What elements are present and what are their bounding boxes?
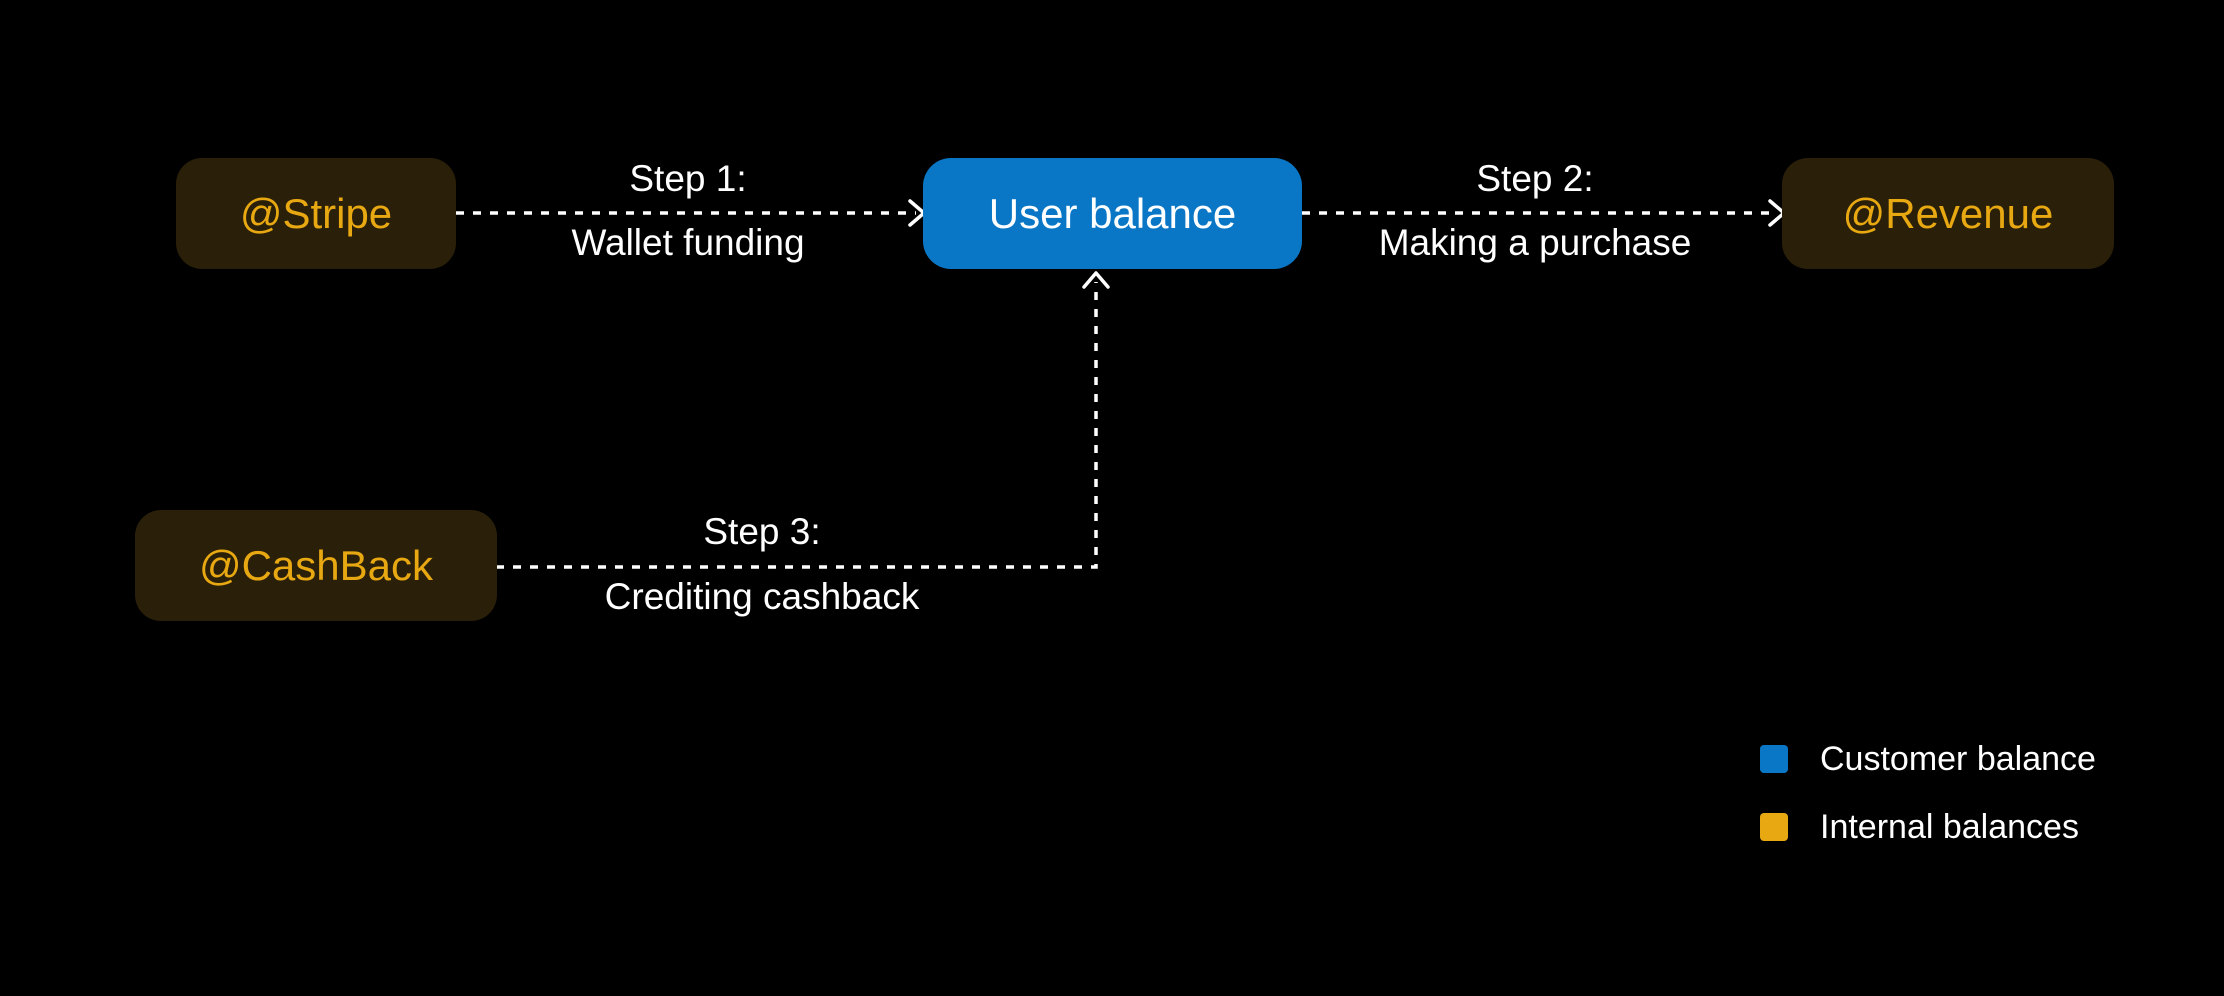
user-balance-node: User balance xyxy=(923,158,1302,269)
step1-description: Wallet funding xyxy=(571,222,805,263)
stripe-node: @Stripe xyxy=(176,158,456,269)
step3-arrow-line xyxy=(496,282,1098,569)
step2-description: Making a purchase xyxy=(1378,222,1692,263)
legend-label-customer: Customer balance xyxy=(1820,740,2096,778)
step2-title: Step 2: xyxy=(1476,158,1594,199)
revenue-node: @Revenue xyxy=(1782,158,2114,269)
legend-item-customer: Customer balance xyxy=(1760,742,2096,776)
legend-item-internal: Internal balances xyxy=(1760,810,2079,844)
legend-swatch-customer xyxy=(1760,745,1788,773)
step3-title: Step 3: xyxy=(703,511,821,552)
step1-arrowhead xyxy=(908,199,926,227)
legend-swatch-internal xyxy=(1760,813,1788,841)
cashback-node: @CashBack xyxy=(135,510,497,621)
step1-title: Step 1: xyxy=(629,158,747,199)
step3-description: Crediting cashback xyxy=(604,576,920,617)
legend-label-internal: Internal balances xyxy=(1820,808,2079,846)
step3-arrowhead xyxy=(1082,271,1110,289)
